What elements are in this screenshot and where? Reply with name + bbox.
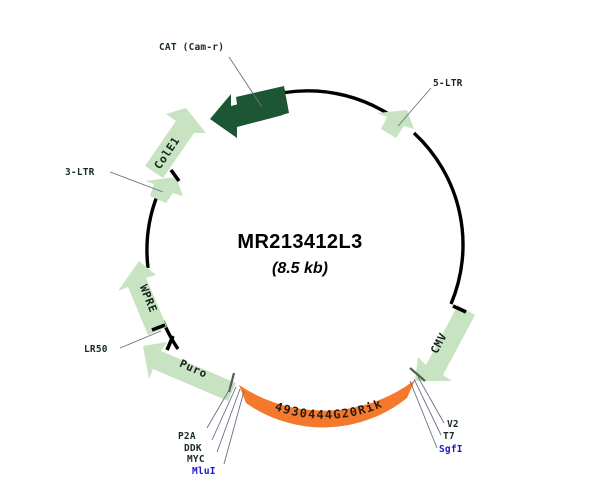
- tick-puro-start: [165, 335, 175, 351]
- feature-wpre-arrow: [118, 261, 167, 335]
- plasmid-title: MR213412L3: [237, 231, 362, 253]
- feature-cmv-arrow: [415, 305, 475, 381]
- leader-ddk: [211, 386, 237, 441]
- callout-label-3ltr: 3-LTR: [65, 167, 95, 178]
- callout-label-v2: V2: [447, 419, 459, 430]
- tick-wpre-end: [151, 323, 166, 332]
- leader-cat: [228, 56, 263, 108]
- feature-cat[interactable]: [210, 86, 289, 138]
- feature-gene-band: [239, 380, 415, 428]
- leader-lr50: [119, 330, 162, 349]
- callout-label-sgfi: SgfI: [439, 444, 463, 455]
- feature-cat-body: [236, 86, 289, 126]
- feature-cole1-arrow: [145, 108, 206, 178]
- feature-5ltr[interactable]: [377, 110, 414, 138]
- callout-label-p2a: P2A: [178, 431, 196, 442]
- callout-label-mlui: MluI: [192, 466, 216, 477]
- feature-puro-arrow: [143, 342, 236, 401]
- leader-myc: [216, 388, 241, 453]
- callout-leader-lines: [109, 56, 445, 465]
- leader-t7: [413, 378, 442, 436]
- feature-3ltr[interactable]: [145, 177, 183, 203]
- tick-cmv-end: [452, 304, 467, 314]
- callout-label-cat: CAT (Cam-r): [159, 42, 224, 53]
- backbone-arc-right: [412, 131, 465, 305]
- leader-5ltr: [397, 87, 432, 127]
- backbone-arc-top: [284, 89, 402, 124]
- callout-label-5ltr: 5-LTR: [433, 78, 463, 89]
- feature-cole1[interactable]: ColE1: [145, 108, 206, 178]
- leader-v2: [417, 376, 445, 424]
- feature-3ltr-arrow: [145, 177, 183, 203]
- feature-puro[interactable]: Puro: [143, 342, 236, 401]
- feature-gene[interactable]: 4930444G20Rik: [239, 380, 415, 428]
- callout-label-t7: T7: [443, 431, 455, 442]
- leader-3ltr: [109, 171, 164, 193]
- feature-wpre[interactable]: WPRE: [118, 261, 167, 335]
- feature-5ltr-arrow: [377, 110, 414, 138]
- leader-mlui: [223, 390, 245, 465]
- tick-3ltr: [169, 168, 181, 183]
- leader-p2a: [206, 384, 233, 429]
- callout-label-ddk: DDK: [184, 443, 202, 454]
- callout-label-myc: MYC: [187, 454, 205, 465]
- backbone-arc-left: [145, 195, 159, 269]
- plasmid-size: (8.5 kb): [272, 260, 328, 277]
- leader-sgfi: [409, 380, 438, 449]
- callout-label-lr50: LR50: [84, 344, 108, 355]
- tick-cmv-start: [409, 367, 426, 382]
- feature-cmv[interactable]: CMV: [415, 305, 475, 381]
